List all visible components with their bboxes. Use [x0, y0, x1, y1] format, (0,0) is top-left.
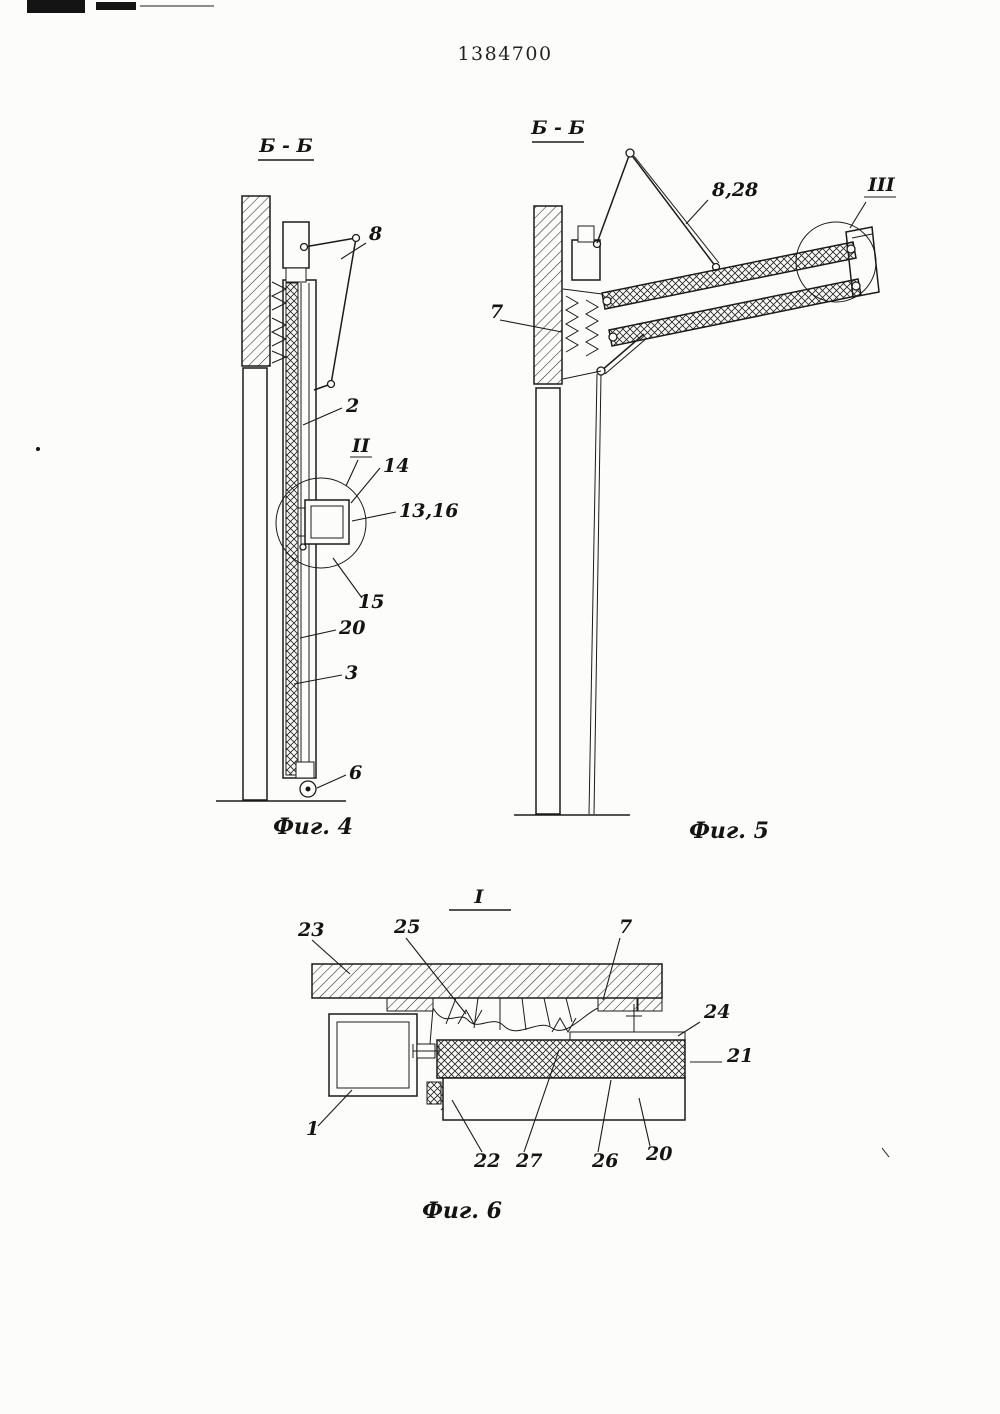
patent-number: 1384700	[457, 43, 552, 65]
fig5-label-7: 7	[490, 301, 503, 323]
fig4-wall	[216, 195, 346, 802]
fig5-extended-arm	[596, 148, 721, 272]
fig6-section-label: I	[474, 886, 485, 908]
fig5-label-iii: III	[867, 174, 896, 196]
fig4-label-6: 6	[349, 762, 362, 784]
figure-5: Б - Б	[490, 117, 896, 844]
fig4-label-20: 20	[338, 617, 365, 639]
fig6-layers	[436, 1031, 686, 1121]
fig6-label-7: 7	[619, 916, 632, 938]
fig4-detail-ii	[275, 477, 367, 569]
fig6-leader-lines	[311, 937, 722, 1153]
fig6-caption: Фиг. 6	[422, 1198, 502, 1224]
fig4-caption: Фиг. 4	[273, 814, 353, 840]
fig6-label-1: 1	[306, 1118, 319, 1140]
figure-6: I	[297, 886, 753, 1224]
fig4-leader-lines	[293, 242, 397, 789]
fig5-caption: Фиг. 5	[689, 818, 769, 844]
fig5-wall	[514, 205, 630, 816]
fig6-label-24: 24	[703, 1001, 730, 1023]
fig5-leader-lines	[499, 199, 867, 333]
fig6-label-27: 27	[515, 1150, 542, 1172]
fig5-label-8-28: 8,28	[711, 179, 758, 201]
fig5-detail-iii-circle	[795, 221, 877, 303]
fig5-raised-panel	[596, 226, 880, 376]
fig4-label-14: 14	[383, 455, 409, 477]
figure-4: Б - Б	[216, 135, 459, 840]
fig4-label-15: 15	[358, 591, 384, 613]
fig4-label-3: 3	[345, 662, 358, 684]
fig4-label-13-16: 13,16	[399, 500, 459, 522]
fig6-membrane	[429, 997, 599, 1045]
fig4-label-ii: II	[351, 435, 371, 457]
fig5-spring-pack	[562, 288, 603, 380]
fig6-label-23: 23	[297, 919, 324, 941]
fig5-bracket	[571, 225, 602, 281]
fig4-section-label: Б - Б	[258, 135, 313, 157]
fig4-folding-arm	[299, 233, 361, 391]
fig4-spring-elements	[270, 281, 288, 364]
fig6-box	[328, 1013, 418, 1097]
fig5-section-label: Б - Б	[530, 117, 585, 139]
fig4-label-2: 2	[345, 395, 359, 417]
fig6-top-panel	[311, 963, 663, 1012]
fig4-label-8: 8	[368, 223, 382, 245]
fig6-label-22: 22	[473, 1150, 500, 1172]
fig6-label-25: 25	[393, 916, 420, 938]
fig6-label-26: 26	[591, 1150, 618, 1172]
fig6-label-20: 20	[645, 1143, 672, 1165]
scan-artifacts	[27, 0, 890, 1158]
fig6-label-21: 21	[726, 1045, 753, 1067]
